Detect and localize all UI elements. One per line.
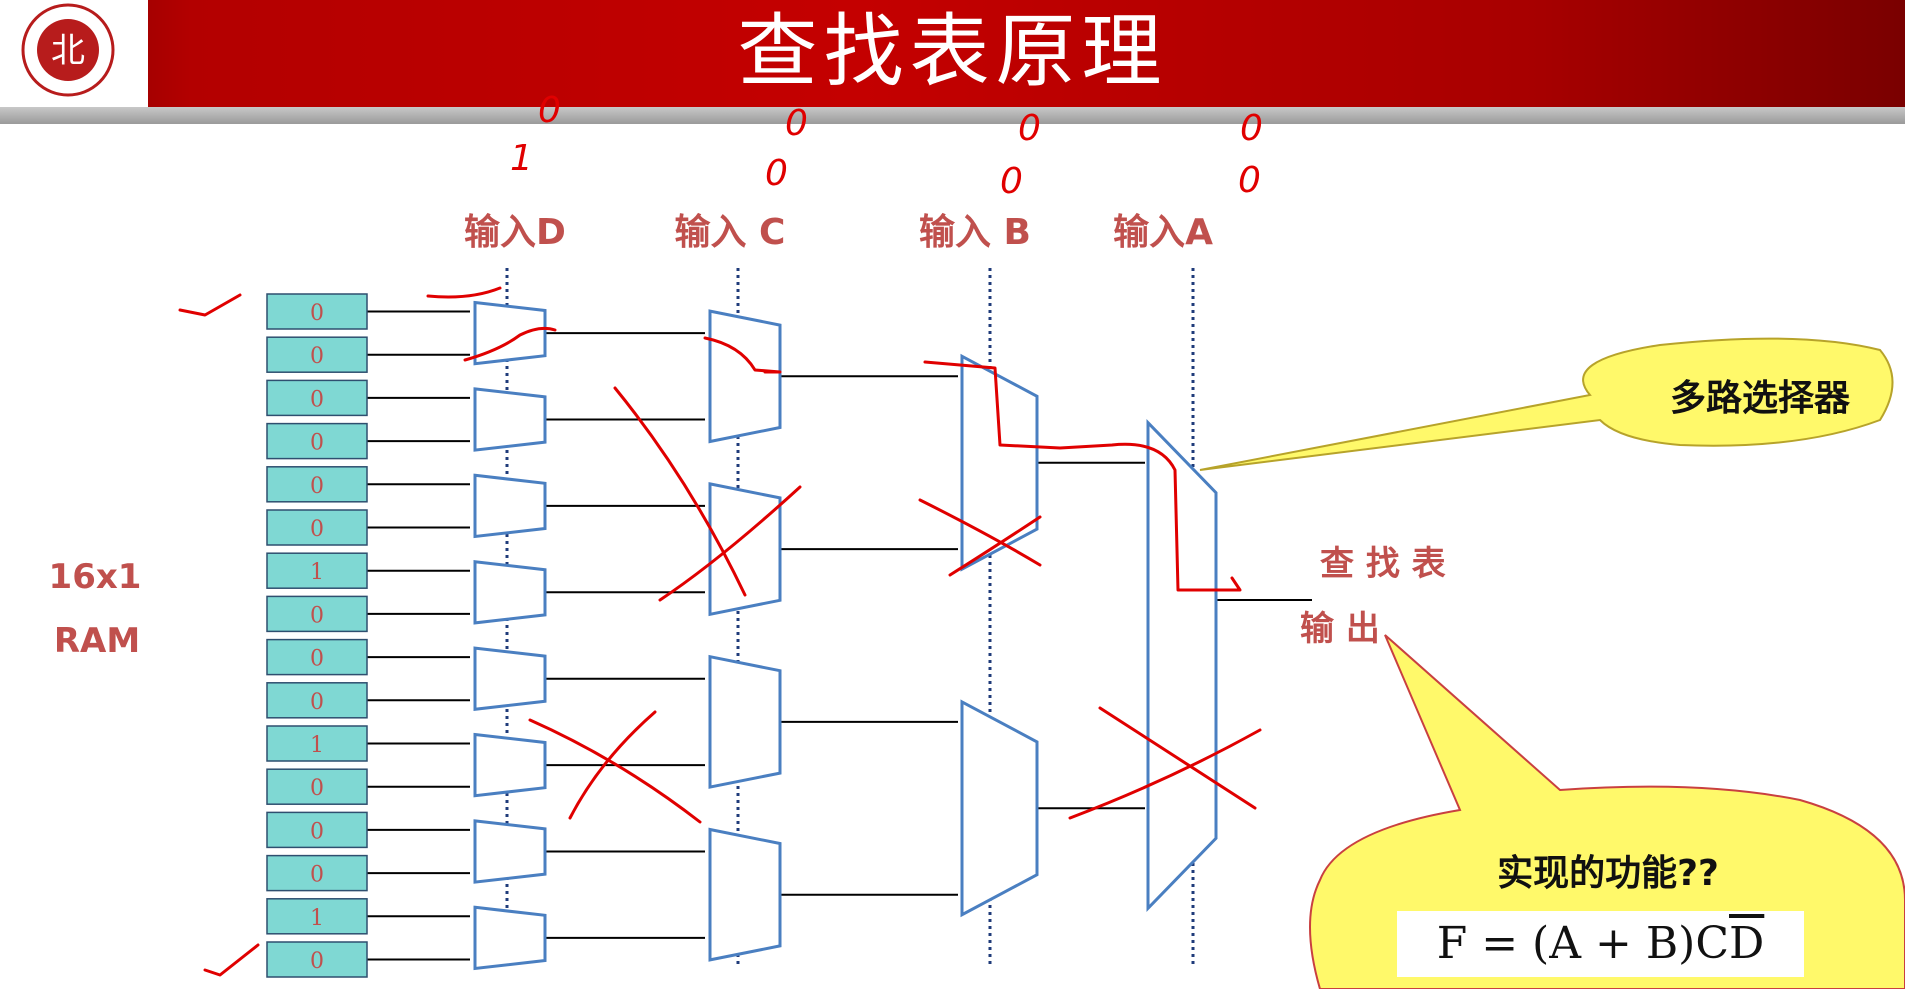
ram-cell	[266, 811, 368, 849]
output-label: 输 出	[1300, 609, 1380, 649]
mux-stage1	[473, 905, 547, 971]
mux-stage1	[473, 646, 547, 711]
input-label: 输入A	[1113, 212, 1213, 253]
input-label: 输入 C	[675, 212, 786, 253]
mux-final	[1146, 419, 1218, 912]
title-bar: 北 查找表原理	[0, 0, 1905, 107]
handwritten-mark: 1	[510, 138, 533, 179]
ram-cell	[266, 293, 368, 330]
handwritten-mark: 0	[1240, 108, 1263, 149]
ram-bit-value: 0	[310, 301, 324, 326]
ram-bit-value: 0	[310, 517, 324, 542]
ram-cell	[266, 768, 368, 805]
ram-cell	[266, 595, 368, 633]
ram-bit-value: 0	[310, 949, 324, 974]
ram-bit-value: 0	[310, 776, 324, 801]
mux-stage1	[473, 387, 547, 452]
ram-cell	[266, 509, 368, 546]
cross-mark	[1098, 706, 1257, 810]
slide-title: 查找表原理	[737, 5, 1168, 98]
ram-bit-value: 0	[310, 387, 324, 412]
mux-stage2	[708, 827, 782, 962]
ram-cell	[266, 682, 368, 719]
trace-mark	[923, 360, 1242, 592]
mux-stage3	[960, 353, 1039, 572]
ram-bit-value: 0	[310, 344, 324, 369]
ram-bit-value: 0	[310, 474, 324, 499]
cross-mark	[568, 710, 657, 820]
formula-overlined: D	[1729, 918, 1765, 969]
ram-bit-value: 0	[310, 431, 324, 456]
ram-cell	[266, 725, 368, 762]
ram-cell	[266, 941, 368, 978]
ram-bit-value: 1	[310, 906, 324, 931]
mux-stage1	[473, 560, 547, 625]
ram-bit-value: 0	[310, 690, 324, 715]
trace-mark	[463, 326, 557, 362]
callout-question-text: 实现的功能??	[1497, 853, 1719, 894]
cross-mark	[613, 386, 747, 597]
tick-mark	[203, 943, 260, 977]
ram-cell	[266, 638, 368, 676]
callout-mux	[1199, 337, 1894, 471]
ram-bit-value: 1	[310, 733, 324, 758]
trace-mark	[426, 286, 502, 299]
ram-cell	[266, 422, 368, 460]
mux-stage2	[708, 654, 782, 789]
ram-bit-value: 0	[310, 819, 324, 844]
handwritten-mark: 0	[1018, 108, 1041, 149]
mux-stage2	[708, 482, 782, 617]
formula-box: F = (A + B)CD	[1397, 911, 1804, 977]
handwritten-mark: 0	[538, 90, 561, 131]
ram-cell	[266, 854, 368, 892]
ram-label-type: RAM	[54, 621, 140, 661]
handwritten-mark: 0	[1238, 160, 1261, 201]
input-label: 输入 B	[919, 212, 1031, 253]
mux-stage1	[473, 473, 547, 539]
header-divider	[0, 107, 1905, 124]
tick-mark	[178, 293, 242, 317]
mux-stage1	[473, 819, 547, 884]
output-label: 查 找 表	[1320, 544, 1446, 584]
callout-mux-text: 多路选择器	[1670, 378, 1851, 419]
mux-stage1	[473, 732, 547, 798]
ram-bit-value: 0	[310, 647, 324, 672]
ram-bit-value: 1	[310, 560, 324, 585]
ram-bit-value: 0	[310, 863, 324, 888]
cross-mark	[948, 515, 1042, 577]
ram-cell	[266, 898, 368, 935]
ram-cell	[266, 336, 368, 373]
mux-stage1	[473, 300, 547, 366]
cross-mark	[918, 498, 1042, 567]
cross-mark	[1068, 728, 1262, 820]
formula-prefix: F = (A + B)C	[1436, 918, 1730, 969]
ram-cell	[266, 379, 368, 417]
ram-cell	[266, 466, 368, 503]
mux-stage3	[960, 699, 1039, 918]
trace-mark	[703, 336, 782, 374]
cross-mark	[658, 485, 802, 602]
handwritten-mark: 0	[1000, 161, 1023, 202]
handwritten-mark: 0	[765, 153, 788, 194]
ram-label-size: 16x1	[49, 557, 142, 597]
ram-bit-value: 0	[310, 603, 324, 628]
ram-cell	[266, 552, 368, 589]
logo-glyph: 北	[51, 31, 85, 71]
input-label: 输入D	[464, 212, 566, 253]
cross-mark	[528, 718, 702, 824]
handwritten-mark: 0	[785, 103, 808, 144]
mux-stage2	[708, 309, 782, 444]
university-logo: 北	[0, 0, 148, 107]
